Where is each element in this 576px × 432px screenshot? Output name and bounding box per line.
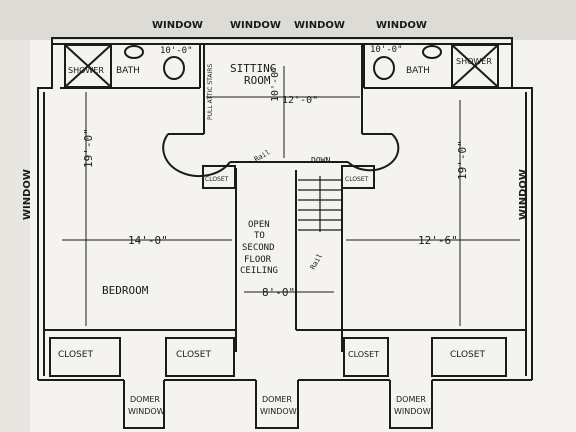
bed-left-w-dim: 14'-0" — [128, 234, 168, 247]
open-note-4: FLOOR — [244, 255, 272, 265]
toilet-left — [163, 56, 185, 80]
small-closet-right-label: CLOSET — [345, 176, 369, 183]
window-top-1: WINDOW — [152, 20, 203, 31]
open-note-1: OPEN — [248, 220, 270, 230]
sink-right — [422, 45, 442, 59]
closet-1 — [49, 337, 121, 377]
stair-w-dim: 8'-0" — [262, 286, 295, 299]
window-top-2: WINDOW — [230, 20, 281, 31]
bath-left-dim: 10'-0" — [160, 46, 193, 56]
sitting-w-dim: 12'-0" — [282, 95, 318, 106]
dormer-3-label-2: WINDOW — [394, 407, 431, 416]
bath-right-label: BATH — [406, 66, 430, 76]
dormer-1-label-2: WINDOW — [128, 407, 165, 416]
window-top-4: WINDOW — [376, 20, 427, 31]
open-note-2: TO — [254, 231, 265, 241]
dormer-2-label-2: WINDOW — [260, 407, 297, 416]
dormer-1-wall — [123, 380, 165, 429]
scan-top-band — [0, 0, 576, 40]
bed-right-h-dim: 19'-0" — [456, 140, 469, 180]
sitting-curve-right — [347, 133, 400, 172]
sink-left — [124, 45, 144, 59]
scan-left-band — [0, 40, 30, 432]
bedroom-label: BEDROOM — [102, 284, 149, 297]
stair-treads — [298, 176, 342, 232]
dormer-3-wall — [389, 380, 433, 429]
bath-right-dim: 10'-0" — [370, 45, 403, 55]
window-left: WINDOW — [22, 169, 33, 220]
closet-4-label: CLOSET — [450, 350, 485, 360]
closet-4 — [431, 337, 507, 377]
dormer-3-label-1: DOMER — [396, 395, 426, 404]
attic-stairs-label: PULL ATTIC STAIRS — [207, 64, 214, 120]
small-closet-left-label: CLOSET — [205, 176, 229, 183]
shower-left-label: SHOWER — [68, 66, 104, 75]
outer-wall — [37, 37, 533, 380]
dormer-2-wall — [255, 380, 299, 429]
closet-3 — [343, 337, 389, 377]
open-note-3: SECOND — [242, 243, 275, 253]
window-top-3: WINDOW — [294, 20, 345, 31]
sitting-curve-left — [162, 133, 231, 178]
dormer-2-label-1: DOMER — [262, 395, 292, 404]
closet-2 — [165, 337, 235, 377]
down-label: DOWN — [311, 156, 330, 165]
shower-right-label: SHOWER — [456, 57, 492, 66]
bath-left-label: BATH — [116, 66, 140, 76]
bed-left-h-dim: 19'-0" — [82, 128, 95, 168]
sitting-h-dim: 10'-0" — [270, 66, 281, 102]
sitting-label-1: SITTING — [230, 62, 276, 75]
sitting-label-2: ROOM — [244, 74, 271, 87]
open-note-5: CEILING — [240, 266, 278, 276]
dimension-lines — [62, 66, 520, 326]
rail-note-2: Rail — [309, 252, 324, 271]
closet-1-label: CLOSET — [58, 350, 93, 360]
bed-right-w-dim: 12'-6" — [418, 234, 458, 247]
toilet-right — [373, 56, 395, 80]
dormer-1-label-1: DOMER — [130, 395, 160, 404]
closet-3-label: CLOSET — [348, 350, 379, 359]
closet-2-label: CLOSET — [176, 350, 211, 360]
window-right: WINDOW — [518, 169, 529, 220]
